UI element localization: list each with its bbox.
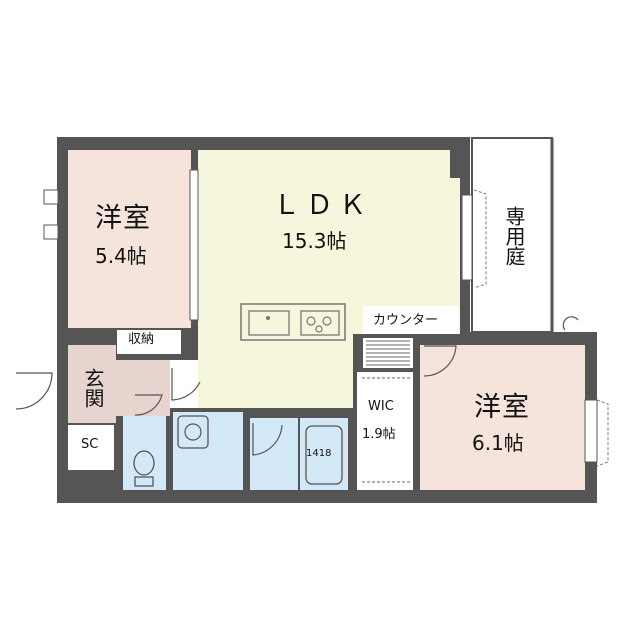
bath-label: 1418 <box>306 448 332 459</box>
storage-name: 収納 <box>128 332 155 347</box>
bedroom-left-size: 5.4帖 <box>95 244 147 268</box>
entrance-area <box>68 345 116 423</box>
counter-area <box>363 306 459 334</box>
stove-icon <box>300 310 340 336</box>
wic-area <box>357 372 413 490</box>
toilet-area <box>123 416 166 490</box>
ldk-size: 15.3帖 <box>282 229 347 253</box>
sink-icon <box>248 310 290 336</box>
ldk-area <box>198 150 460 408</box>
wic-size: 1.9帖 <box>362 427 396 442</box>
storage-area <box>117 330 181 354</box>
bedroom-left-area <box>68 150 191 328</box>
counter-name: カウンター <box>373 313 439 328</box>
ldk-name: ＬＤＫ <box>273 190 372 221</box>
private-garden-name: 専用庭 <box>502 206 526 266</box>
entrance-name: 玄関 <box>81 368 105 408</box>
wic-name: WIC <box>368 399 394 414</box>
shoe-closet-area <box>68 425 114 470</box>
bedroom-left-name: 洋室 <box>95 203 151 234</box>
shoe-closet-name: SC <box>81 437 99 452</box>
bedroom-right-area <box>420 345 585 490</box>
kitchen-counter <box>240 303 346 341</box>
bedroom-right-size: 6.1帖 <box>472 431 524 455</box>
bedroom-right-name: 洋室 <box>474 392 530 423</box>
bath-area <box>300 418 348 490</box>
